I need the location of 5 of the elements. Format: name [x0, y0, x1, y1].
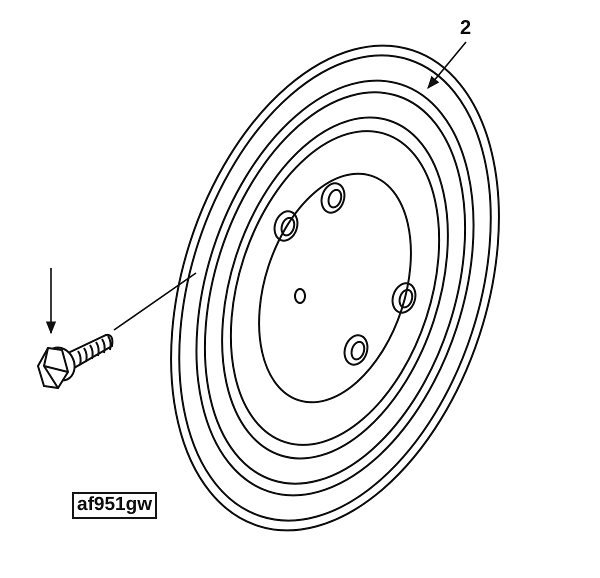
part-code-label: af951gw — [72, 492, 157, 519]
leader-arrow — [427, 42, 467, 89]
assembly-line — [114, 272, 196, 331]
callout-number: 2 — [460, 18, 472, 38]
arrow — [46, 268, 56, 334]
